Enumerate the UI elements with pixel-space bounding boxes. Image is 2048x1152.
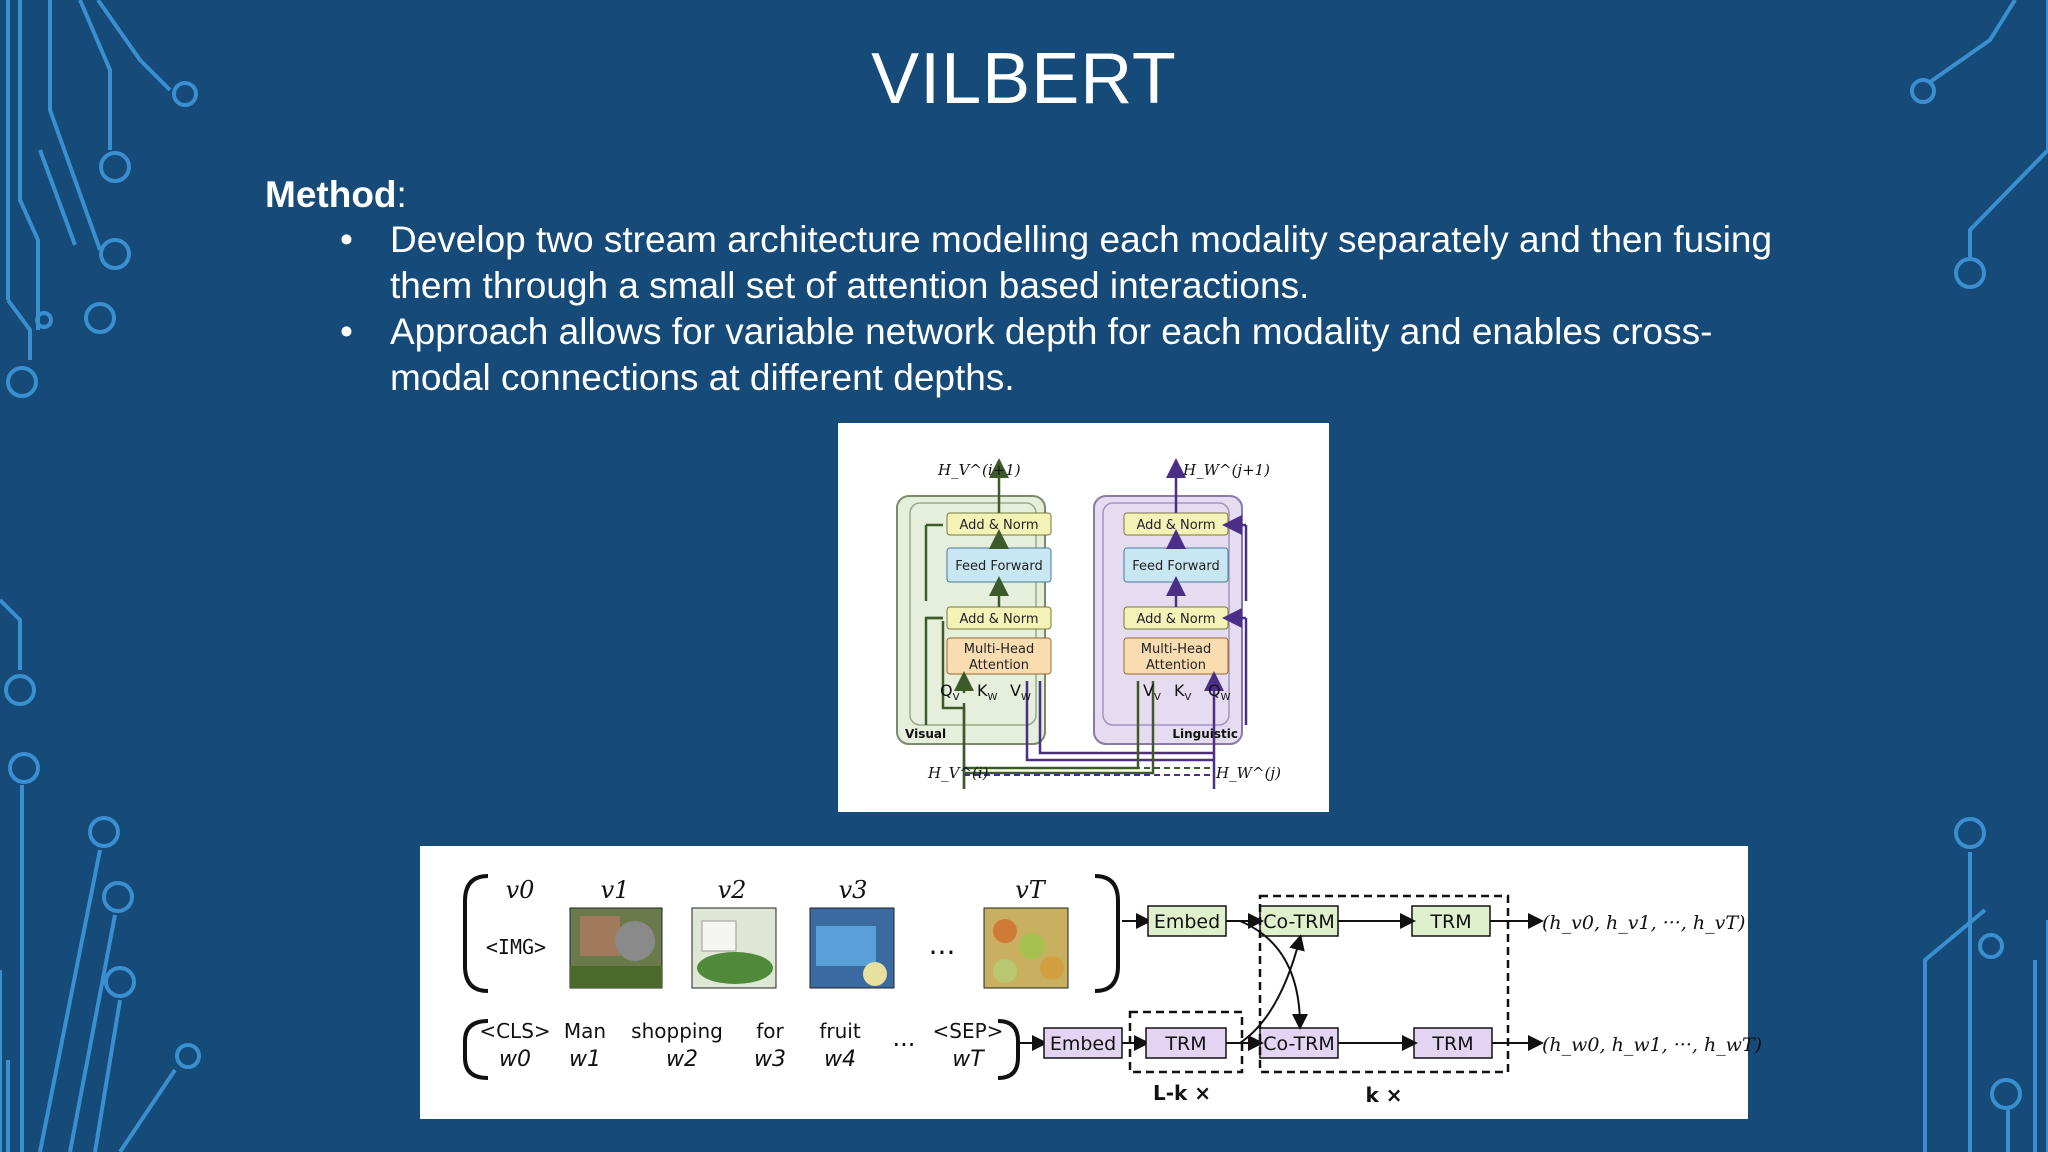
- co-attention-diagram: Add & Norm Feed Forward Add & Norm Multi…: [896, 458, 1281, 789]
- text-sub-wT: wT: [952, 1047, 985, 1072]
- img-token: <IMG>: [486, 935, 546, 959]
- bullet-item: Develop two stream architecture modellin…: [340, 217, 1780, 309]
- linguistic-stream-label: Linguistic: [1172, 727, 1238, 741]
- co-trm-repeat-label: k ×: [1365, 1083, 1402, 1107]
- linguistic-output-label: H_W^(j+1): [1182, 461, 1270, 479]
- trm-repeat-box: [1128, 1010, 1244, 1074]
- trm-top-box: [1411, 905, 1491, 937]
- linguistic-add-norm-top-label: Add & Norm: [1136, 518, 1215, 533]
- trm-text-second-label: TRM: [1431, 1033, 1473, 1055]
- linguistic-attention-line1: Multi-Head: [1141, 642, 1211, 657]
- trm-text-first-label: TRM: [1164, 1033, 1206, 1055]
- vilbert-pipeline-figure: v0 v1 v2 v3 vT <IMG> ... <CLS> Man shopp…: [420, 846, 1762, 1119]
- linguistic-attention-line2: Attention: [1146, 658, 1206, 673]
- trm-top-label: TRM: [1429, 911, 1471, 933]
- text-ellipsis: ...: [893, 1024, 916, 1052]
- text-embed-box: [1043, 1027, 1123, 1059]
- bullet-list: Develop two stream architecture modellin…: [340, 217, 1780, 401]
- text-sub-w0: w0: [499, 1047, 531, 1072]
- text-token-for: for: [756, 1019, 784, 1043]
- co-attention-layer-figure: Add & Norm Feed Forward Add & Norm Multi…: [838, 423, 1329, 812]
- text-token-fruit: fruit: [819, 1019, 860, 1043]
- visual-add-norm-top-label: Add & Norm: [959, 518, 1038, 533]
- visual-feed-forward-label: Feed Forward: [955, 559, 1042, 574]
- visual-q-label: QV: [940, 681, 960, 703]
- visual-token-vT: vT: [1015, 876, 1047, 904]
- text-close-bracket: [997, 1019, 1020, 1080]
- visual-token-v1: v1: [601, 876, 630, 904]
- visual-token-v2: v2: [718, 876, 747, 904]
- text-sub-w3: w3: [754, 1047, 786, 1072]
- visual-output-label: H_V^(i+1): [937, 461, 1021, 479]
- text-embed-label: Embed: [1050, 1033, 1116, 1055]
- visual-stream-label: Visual: [905, 727, 946, 741]
- visual-add-norm-bottom-label: Add & Norm: [959, 612, 1038, 627]
- visual-token-v3: v3: [839, 876, 868, 904]
- method-colon: :: [396, 174, 407, 215]
- region-image-1: [569, 907, 663, 989]
- visual-attention-line1: Multi-Head: [964, 642, 1034, 657]
- bullet-item: Approach allows for variable network dep…: [340, 309, 1780, 401]
- text-token-man: Man: [564, 1019, 606, 1043]
- visual-token-v0: v0: [506, 876, 535, 904]
- pipeline-diagram: v0 v1 v2 v3 vT <IMG> ... <CLS> Man shopp…: [463, 874, 1762, 1107]
- region-image-4: [983, 907, 1069, 989]
- text-sub-w2: w2: [666, 1047, 698, 1072]
- co-trm-bottom-label: Co-TRM: [1263, 1033, 1335, 1055]
- co-trm-bottom-box: [1259, 1027, 1339, 1059]
- linguistic-attention: [1123, 637, 1229, 675]
- text-token-cls: <CLS>: [479, 1019, 550, 1043]
- visual-ellipsis: ...: [929, 928, 956, 961]
- linguistic-input-label: H_W^(j): [1215, 764, 1281, 782]
- visual-open-bracket: [463, 874, 489, 993]
- linguistic-v-label: VV: [1143, 681, 1161, 703]
- co-trm-repeat-box: [1258, 894, 1510, 1074]
- linguistic-q-label: QW: [1208, 681, 1231, 703]
- linguistic-k-label: KV: [1174, 681, 1192, 703]
- text-sub-w4: w4: [824, 1047, 856, 1072]
- text-sub-w1: w1: [569, 1047, 601, 1072]
- visual-attention: [946, 637, 1052, 675]
- visual-close-bracket: [1094, 874, 1120, 993]
- co-trm-top-label: Co-TRM: [1263, 911, 1335, 933]
- method-label: Method: [265, 174, 397, 215]
- visual-input-label: H_V^(i): [927, 764, 989, 782]
- text-output-sequence: (h_w0, h_w1, ···, h_wT): [1542, 1034, 1762, 1056]
- visual-v-label: VW: [1010, 681, 1031, 703]
- visual-attention-line2: Attention: [969, 658, 1029, 673]
- trm-text-second-box: [1413, 1027, 1493, 1059]
- region-image-3: [809, 907, 895, 989]
- region-image-2: [691, 907, 777, 989]
- visual-k-label: KW: [977, 681, 998, 703]
- text-token-sep: <SEP>: [933, 1019, 1004, 1043]
- visual-output-sequence: (h_v0, h_v1, ···, h_vT): [1542, 912, 1745, 934]
- linguistic-feed-forward-label: Feed Forward: [1132, 559, 1219, 574]
- trm-repeat-label: L-k ×: [1153, 1081, 1211, 1105]
- trm-text-first-box: [1145, 1027, 1227, 1059]
- slide-title: VILBERT: [871, 39, 1177, 119]
- linguistic-add-norm-bottom-label: Add & Norm: [1136, 612, 1215, 627]
- text-open-bracket: [463, 1019, 489, 1080]
- text-token-shopping: shopping: [631, 1019, 723, 1043]
- visual-embed-label: Embed: [1154, 911, 1220, 933]
- method-heading: Method:: [265, 174, 407, 216]
